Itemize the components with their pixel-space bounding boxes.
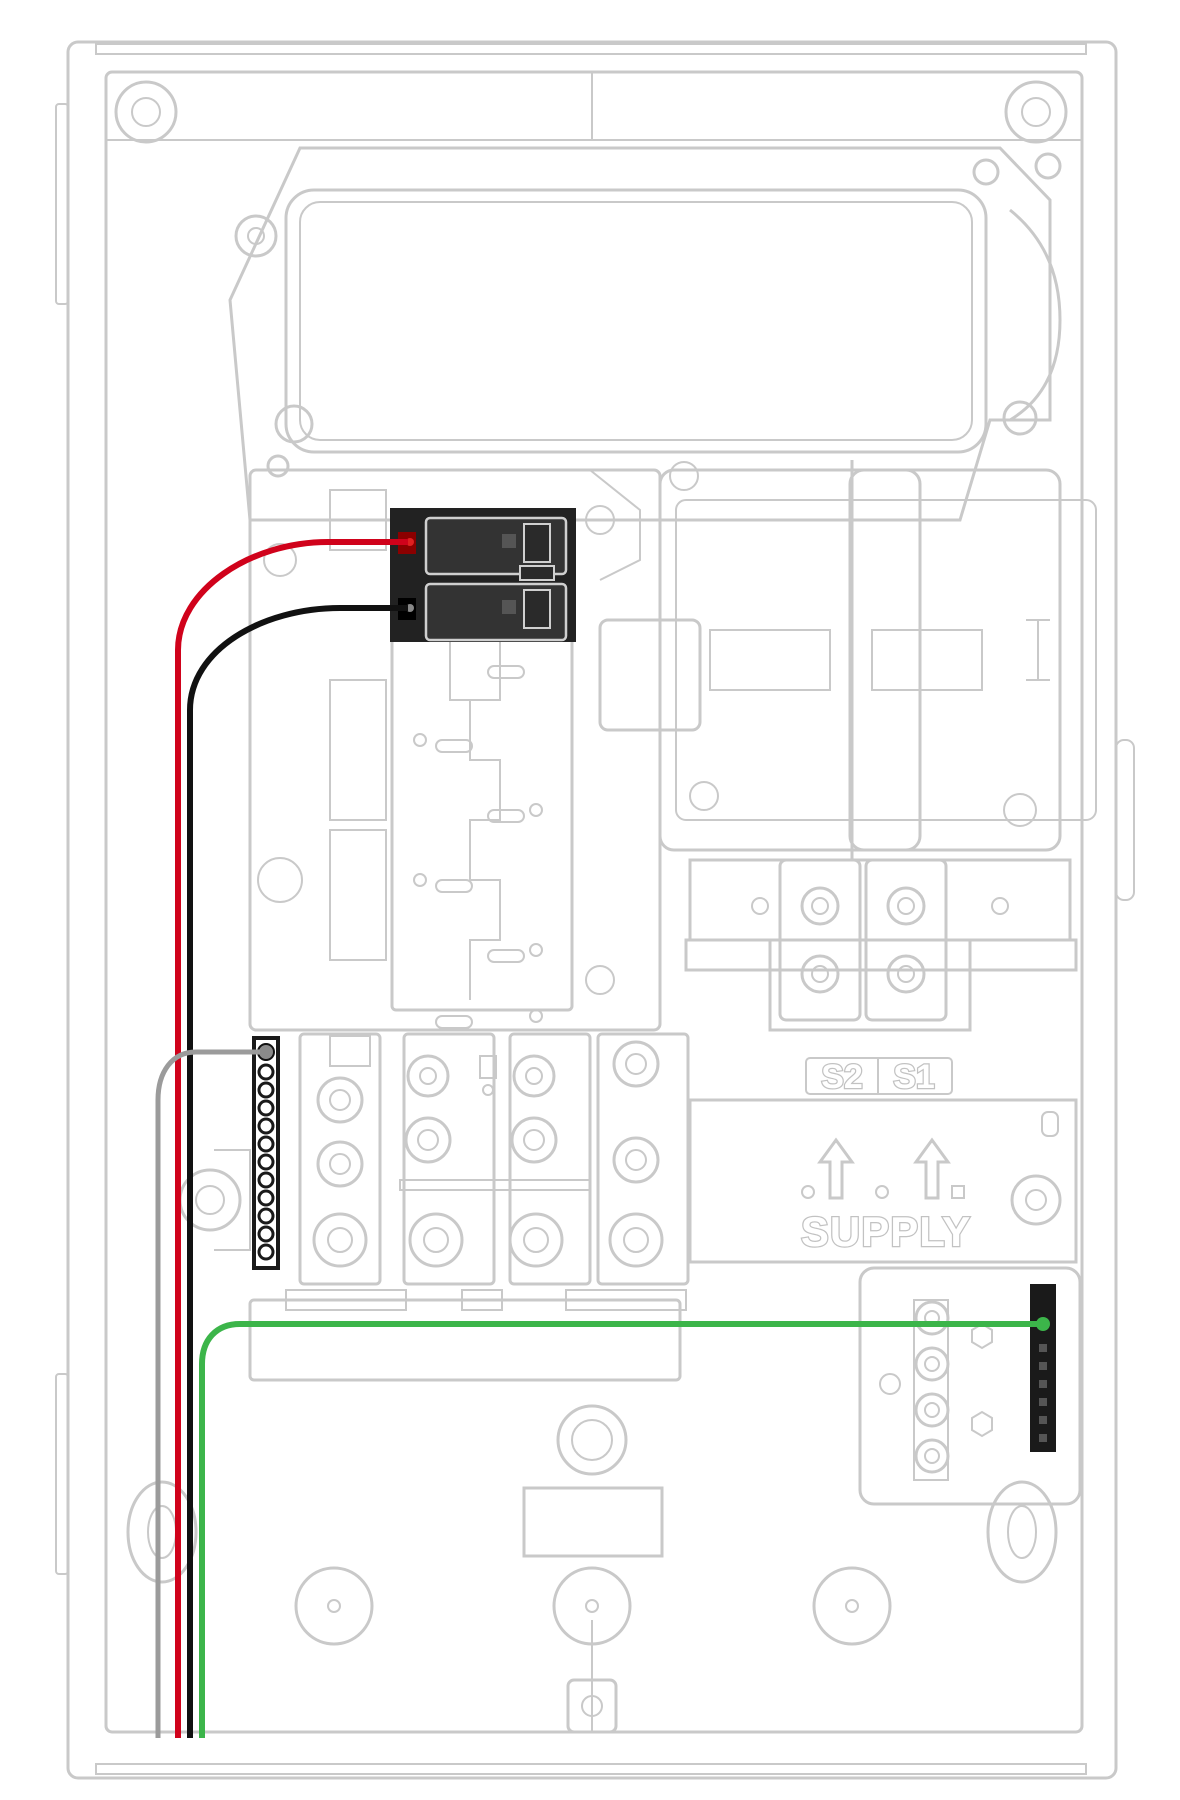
wires: [155, 539, 1043, 1738]
circuit-breaker: [390, 508, 576, 642]
ground-terminal-area: [858, 1266, 1082, 1506]
s-labels: S2 S1: [805, 1057, 953, 1097]
wire-gray: [155, 1049, 260, 1738]
neutral-bar-screws: [257, 1063, 275, 1261]
mounting-holes: [114, 80, 1068, 1584]
meter-socket: [228, 146, 1062, 522]
wire-red: [175, 539, 408, 1738]
bus-assembly: [248, 468, 662, 1032]
s2-label: S2: [821, 1058, 863, 1096]
supply-area: SUPPLY: [688, 1098, 1078, 1264]
wire-black: [187, 605, 408, 1738]
supply-terminals: [598, 460, 1097, 1032]
lower-panel: [248, 1289, 892, 1734]
neutral-bar: [252, 1036, 280, 1270]
ground-bar-screws: [1039, 1344, 1047, 1442]
wire-green: [199, 1321, 1043, 1738]
up-arrow-icon: [913, 1137, 951, 1200]
s1-label: S1: [893, 1058, 935, 1096]
supply-label: SUPPLY: [801, 1208, 971, 1255]
bus-slots: [435, 665, 525, 1029]
up-arrow-icon: [817, 1137, 855, 1200]
ground-bar: [1030, 1284, 1056, 1452]
lug-terminals: [178, 1032, 690, 1286]
